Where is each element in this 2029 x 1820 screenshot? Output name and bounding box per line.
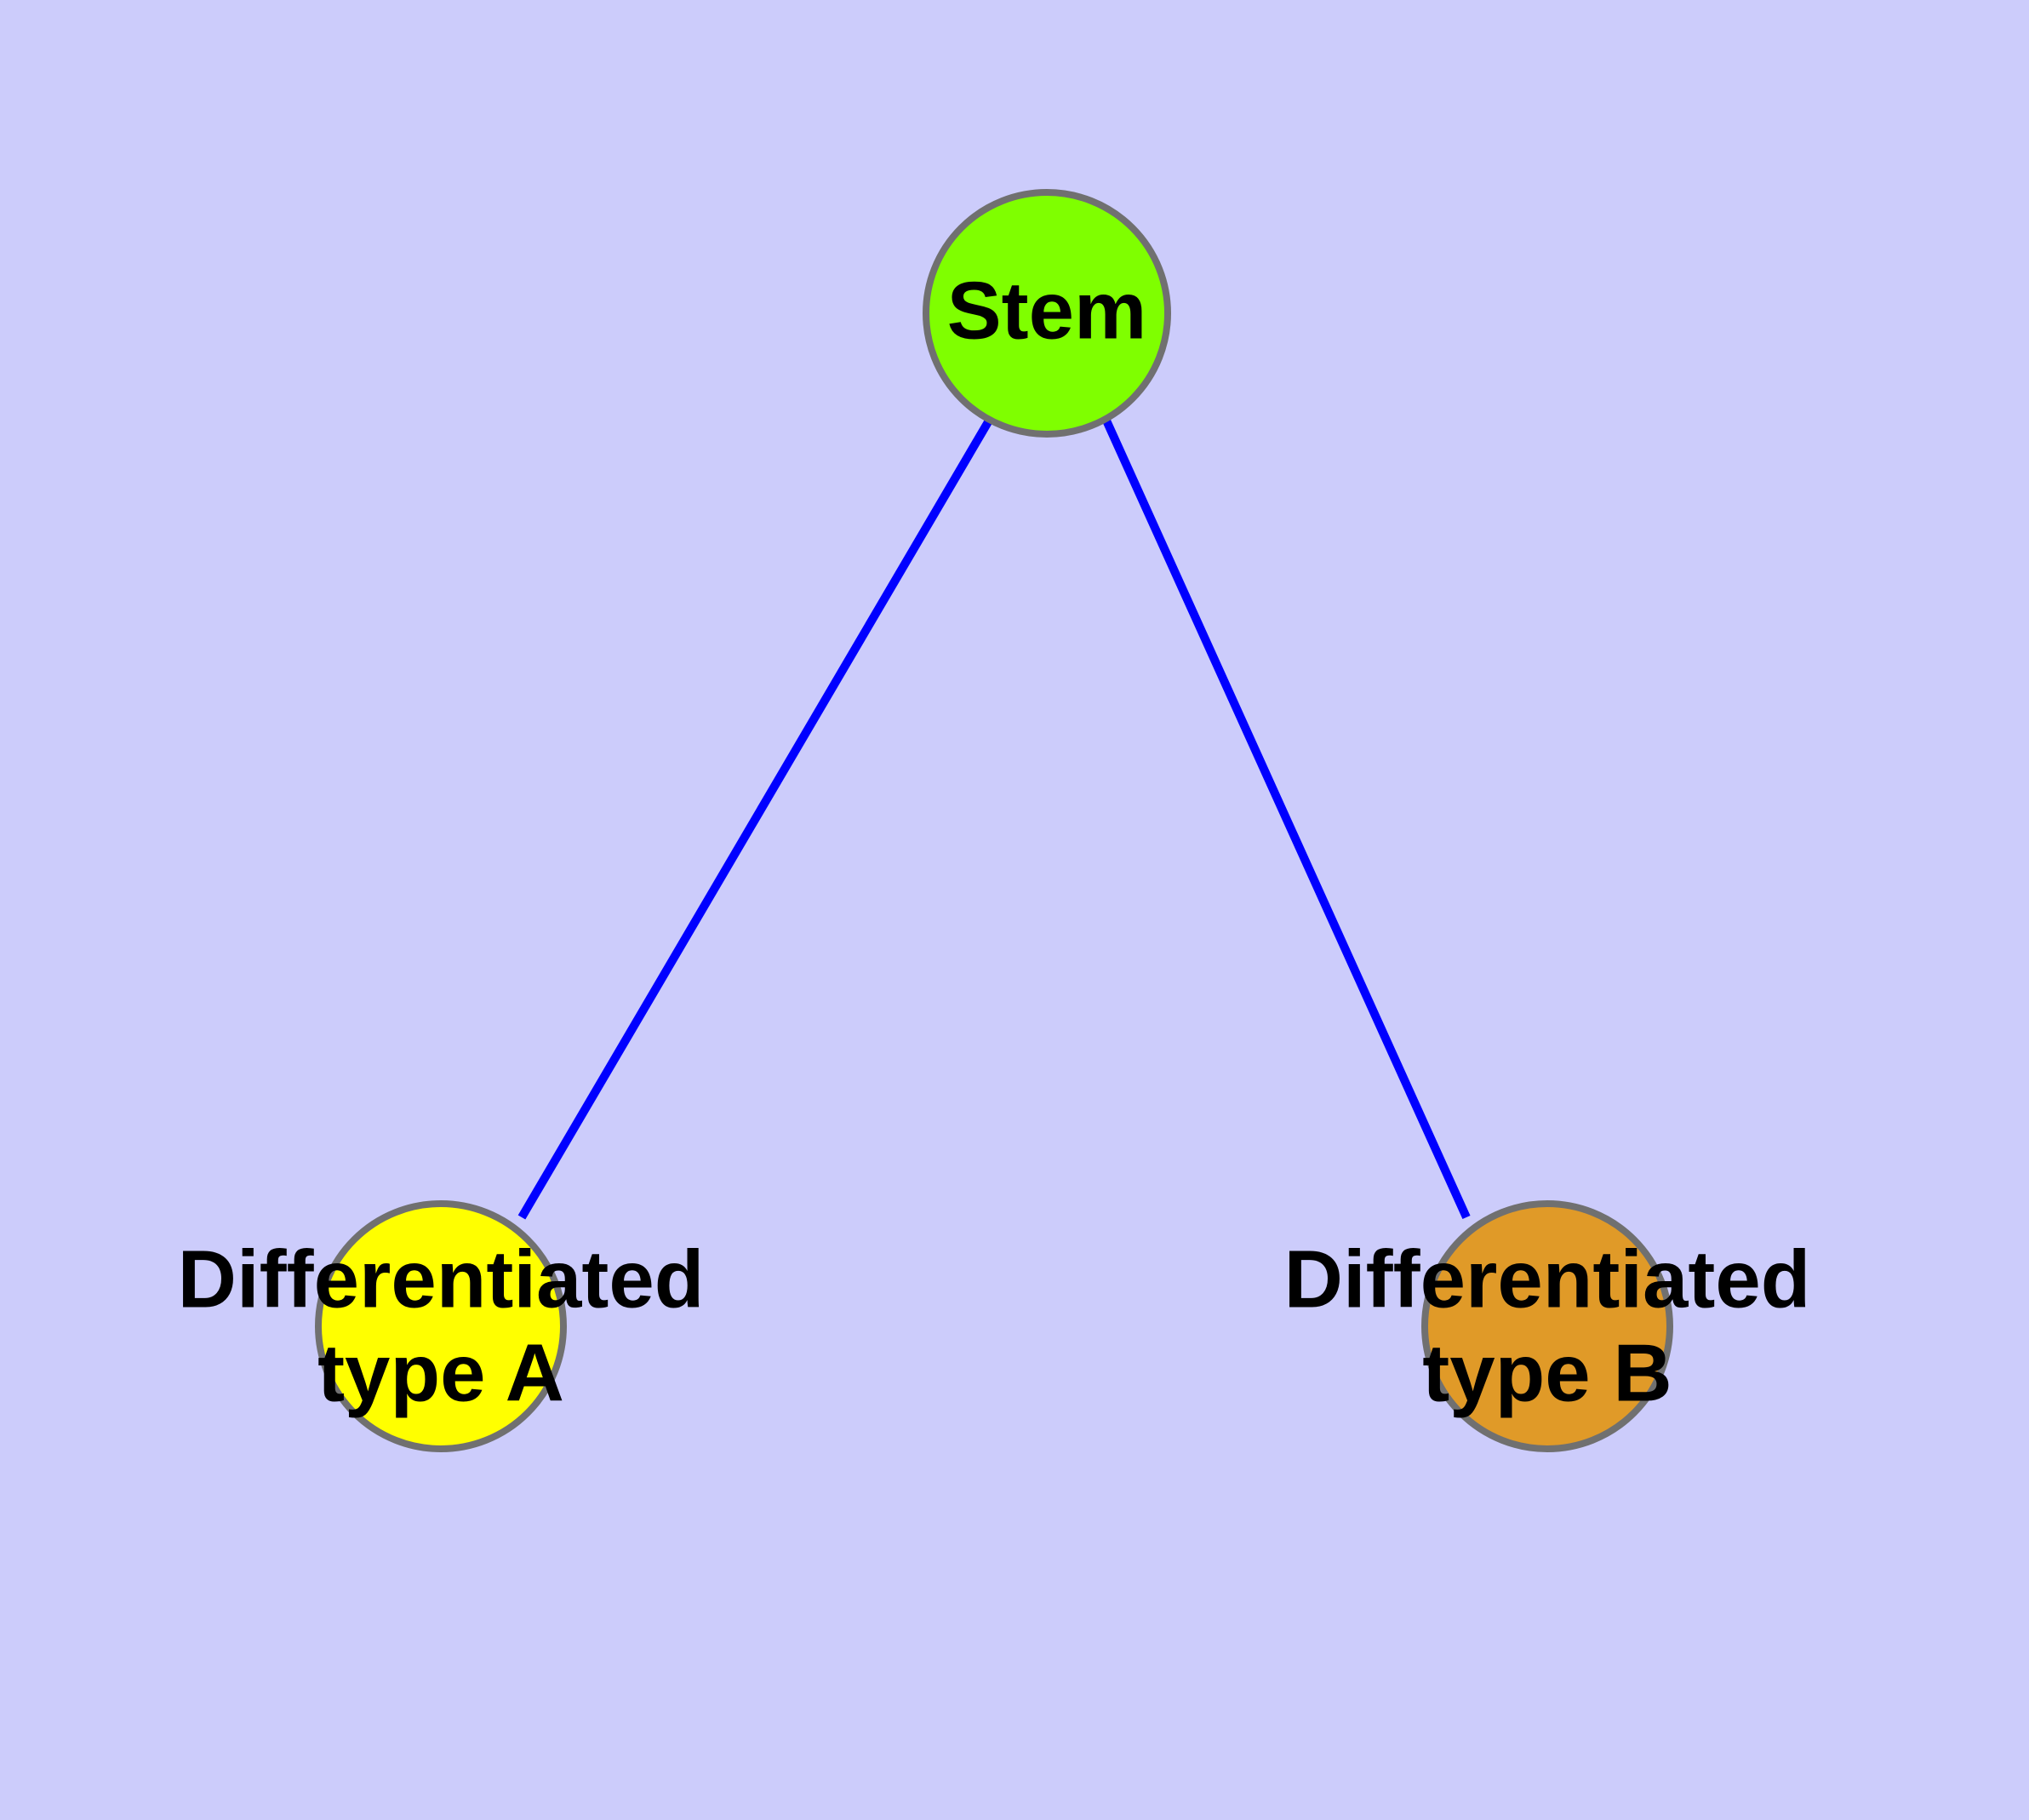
node-differentiated-type-b[interactable] (1421, 1200, 1673, 1452)
node-differentiated-type-a-circle[interactable] (315, 1200, 567, 1452)
node-differentiated-type-a[interactable] (315, 1200, 567, 1452)
node-stem-circle[interactable] (923, 189, 1171, 438)
edge-stem-to-differentiated-type-b[interactable] (1102, 418, 1471, 1220)
node-differentiated-type-b-label-line1: Differentiated (1284, 1233, 1811, 1325)
node-differentiated-type-a-label-line1: Differentiated (178, 1233, 705, 1325)
node-stem-label: Stem (947, 265, 1147, 356)
edge-stem-to-differentiated-type-a[interactable] (517, 418, 993, 1220)
node-stem[interactable] (923, 189, 1171, 438)
node-layer (315, 189, 1673, 1452)
edge-layer (517, 418, 1471, 1220)
node-differentiated-type-b-label-line2: type B (1422, 1327, 1672, 1418)
node-differentiated-type-b-circle[interactable] (1421, 1200, 1673, 1452)
label-layer: Stem Differentiated type A Differentiate… (178, 265, 1811, 1418)
node-differentiated-type-a-label-line2: type A (317, 1327, 564, 1418)
